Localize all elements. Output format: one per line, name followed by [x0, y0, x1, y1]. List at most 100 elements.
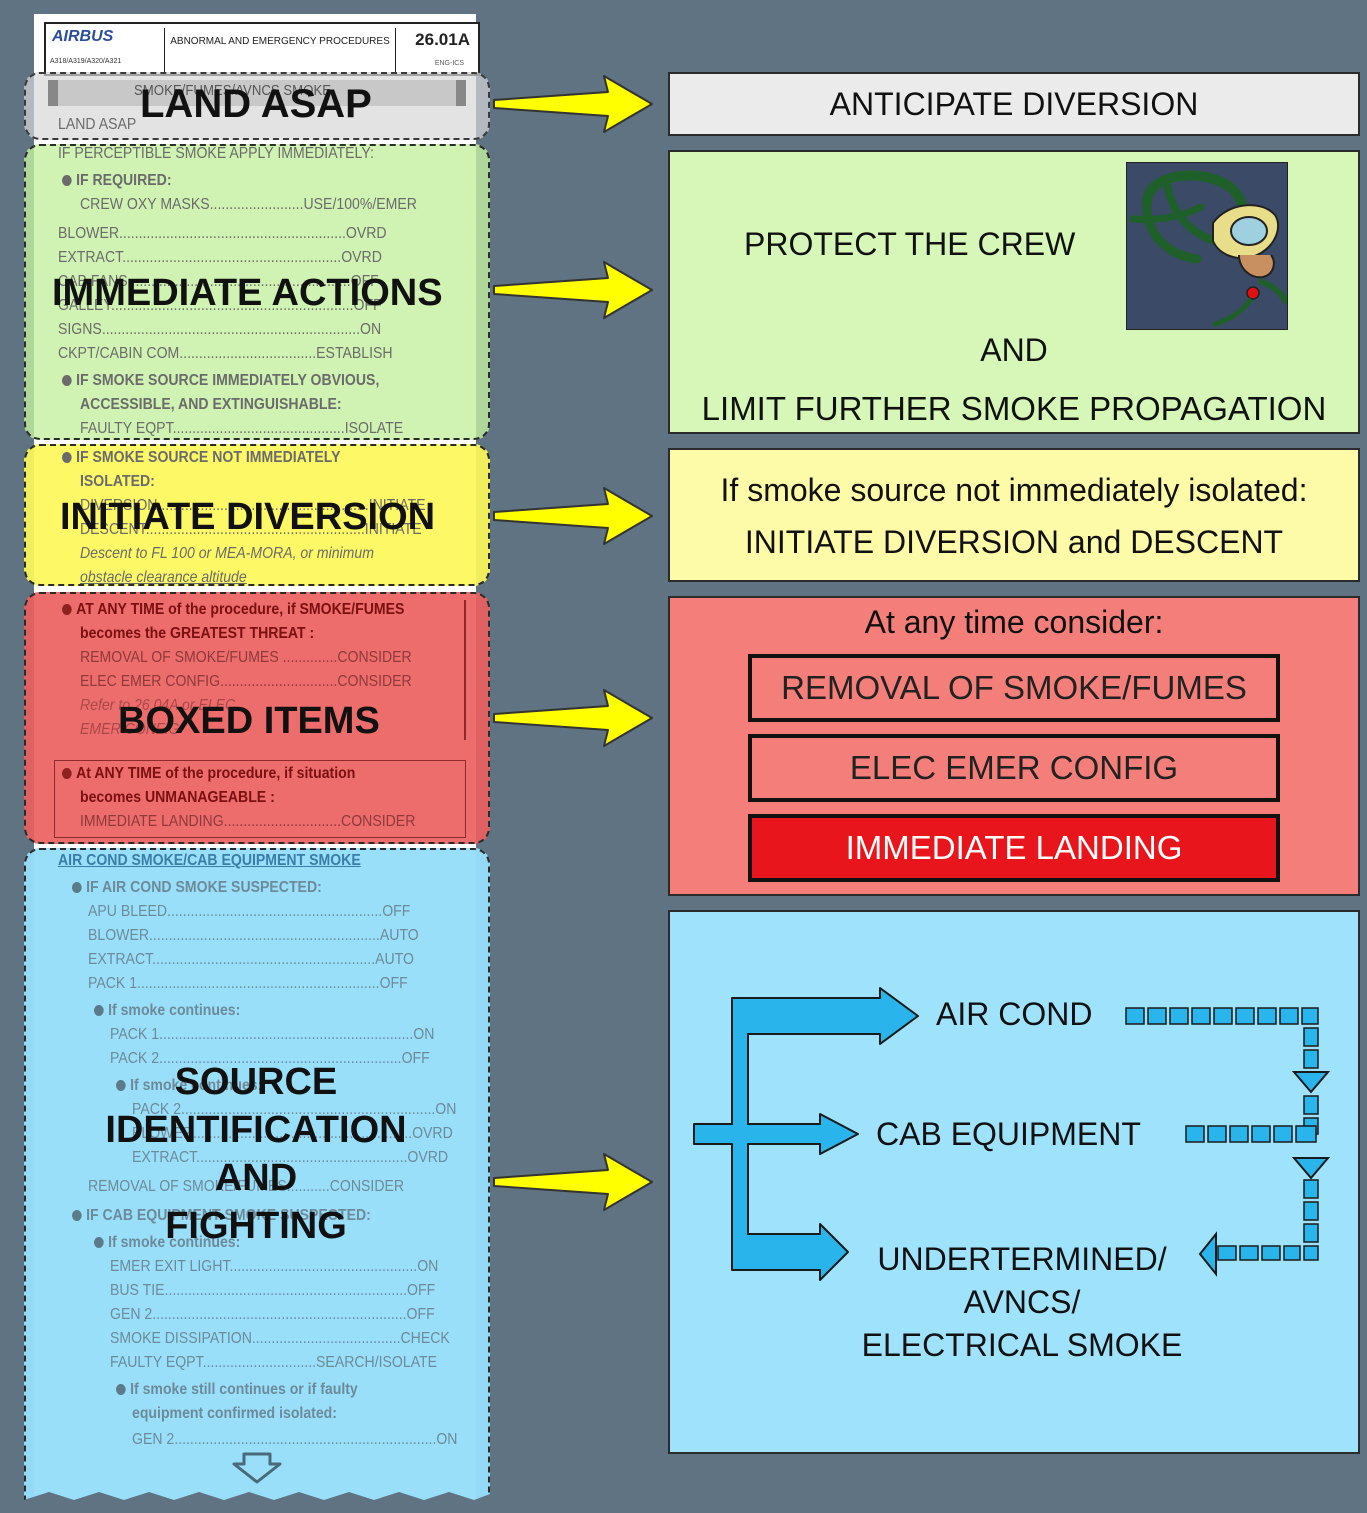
arrow-boxed-icon — [493, 689, 653, 747]
checklist-line: FAULTY EQPT.............................… — [80, 420, 404, 437]
boxed-items-band — [24, 592, 490, 844]
checklist-line: BLOWER..................................… — [132, 1125, 453, 1142]
checklist-line: PACK 1..................................… — [88, 975, 408, 992]
checklist-line-text: IF REQUIRED: — [76, 172, 172, 189]
dashed-flow-air-cond — [1125, 1007, 1319, 1261]
checklist-line-text: If smoke continues: — [130, 1077, 263, 1094]
checklist-line: PACK 2..................................… — [110, 1050, 430, 1067]
arrow-anticipate-icon — [493, 75, 653, 133]
checklist-line: If smoke still continues or if faulty — [116, 1381, 358, 1399]
checklist-line: EXTRACT.................................… — [58, 249, 382, 266]
undetermined-line: UNDERTERMINED/ — [877, 1241, 1167, 1277]
checklist-line-text: IF AIR COND SMOKE SUSPECTED: — [86, 879, 322, 896]
checklist-line: IMMEDIATE LANDING.......................… — [80, 813, 416, 830]
bullet-icon — [116, 1080, 126, 1091]
consider-text: At any time consider: — [864, 604, 1164, 640]
torn-edge — [24, 1492, 490, 1513]
source-identification-label: SOURCE IDENTIFICATION AND FIGHTING — [100, 1058, 412, 1250]
bullet-icon — [62, 375, 72, 386]
down-arrowhead-icon — [1291, 1071, 1331, 1094]
checklist-line-text: IF SMOKE SOURCE IMMEDIATELY OBVIOUS, — [76, 372, 380, 389]
bullet-icon — [62, 768, 72, 779]
checklist-line: IF CAB EQUIPMENT SMOKE SUSPECTED: — [72, 1207, 371, 1225]
undetermined-line: ELECTRICAL SMOKE — [861, 1327, 1183, 1363]
initiate-diversion-band — [24, 444, 490, 586]
checklist-line: becomes UNMANAGEABLE : — [80, 789, 275, 806]
protect-crew-panel: PROTECT THE CREW AND LIMIT FURTHER SMOKE… — [668, 150, 1360, 434]
checklist-line: IF PERCEPTIBLE SMOKE APPLY IMMEDIATELY: — [58, 145, 374, 162]
checklist-line: If smoke continues: — [94, 1234, 240, 1252]
checklist-line: GEN 2...................................… — [132, 1431, 458, 1448]
checklist-line-text: IF CAB EQUIPMENT SMOKE SUSPECTED: — [86, 1207, 371, 1224]
bullet-icon — [72, 882, 82, 893]
checklist-line: AIR COND SMOKE/CAB EQUIPMENT SMOKE — [58, 852, 361, 869]
elec-emer-config-box: ELEC EMER CONFIG — [748, 734, 1280, 802]
bullet-icon — [116, 1384, 126, 1395]
left-arrowhead-icon — [1198, 1231, 1217, 1277]
procedure-title-bar — [48, 80, 466, 106]
checklist-line: IF SMOKE SOURCE NOT IMMEDIATELY — [62, 449, 340, 467]
airbus-logo: AIRBUS — [52, 28, 114, 45]
header-sub: ENG-ICS — [434, 60, 464, 67]
checklist-line: At ANY TIME of the procedure, if situati… — [62, 765, 355, 783]
checklist-line: EMER EXIT LIGHT.........................… — [110, 1258, 439, 1275]
checklist-line: GALLEY..................................… — [58, 297, 382, 314]
checklist-line: ELEC EMER CONFIG........................… — [80, 673, 412, 690]
undetermined-line: AVNCS/ — [963, 1284, 1081, 1320]
checklist-line: EMER CONFIG — [80, 721, 180, 738]
source-label-line: SOURCE — [174, 1061, 338, 1103]
checklist-line: FAULTY EQPT.............................… — [110, 1354, 438, 1371]
source-label-line: IDENTIFICATION — [105, 1109, 407, 1151]
checklist-line: IF REQUIRED: — [62, 172, 172, 190]
unmanageable-box — [54, 760, 466, 838]
checklist-line: EXTRACT.................................… — [132, 1149, 449, 1166]
checklist-line: If smoke continues: — [94, 1002, 240, 1020]
checklist-line: CAB FANS................................… — [58, 273, 379, 290]
source-label-line: FIGHTING — [165, 1205, 347, 1247]
cab-equipment-text: CAB EQUIPMENT — [876, 1116, 1141, 1152]
bullet-icon — [62, 452, 72, 463]
initiate-diversion-descent-text: INITIATE DIVERSION and DESCENT — [744, 524, 1284, 560]
down-arrowhead-icon — [1291, 1157, 1331, 1180]
and-text: AND — [980, 332, 1048, 368]
checklist-line: CKPT/CABIN COM..........................… — [58, 345, 393, 362]
checklist-line: EXTRACT.................................… — [88, 951, 414, 968]
checklist-line: Refer to 26.04A or ELEC — [80, 697, 236, 714]
checklist-line: APU BLEED...............................… — [88, 903, 411, 920]
continue-down-arrow-icon — [232, 1452, 282, 1484]
checklist-line: becomes the GREATEST THREAT : — [80, 625, 315, 642]
checklist-line: IF SMOKE SOURCE IMMEDIATELY OBVIOUS, — [62, 372, 379, 390]
checklist-line: PACK 2..................................… — [132, 1101, 457, 1118]
bullet-icon — [94, 1005, 104, 1016]
box-rule — [464, 600, 466, 740]
immediate-actions-band — [24, 144, 490, 440]
initiate-diversion-panel: If smoke source not immediately isolated… — [668, 448, 1360, 582]
immediate-actions-label: IMMEDIATE ACTIONS — [52, 272, 443, 314]
bullet-icon — [72, 1210, 82, 1221]
checklist-line-text: If smoke continues: — [108, 1234, 241, 1251]
undetermined-text: UNDERTERMINED/ AVNCS/ ELECTRICAL SMOKE — [846, 1238, 1198, 1367]
checklist-line: AT ANY TIME of the procedure, if SMOKE/F… — [62, 601, 404, 619]
checklist-line: PACK 1..................................… — [110, 1026, 435, 1043]
checklist-line: SMOKE DISSIPATION.......................… — [110, 1330, 450, 1347]
air-cond-text: AIR COND — [936, 996, 1093, 1032]
checklist-header: AIRBUS A318/A319/A320/A321 ABNORMAL AND … — [44, 22, 480, 76]
bullet-icon — [62, 175, 72, 186]
bullet-icon — [62, 604, 72, 615]
boxed-items-panel: At any time consider: REMOVAL OF SMOKE/F… — [668, 596, 1360, 896]
checklist-line: DIVERSION...............................… — [80, 497, 426, 514]
not-isolated-text: If smoke source not immediately isolated… — [720, 472, 1308, 508]
checklist-line-text: If smoke still continues or if faulty — [130, 1381, 358, 1398]
checklist-line: If smoke continues: — [116, 1077, 262, 1095]
checklist-line: REMOVAL OF SMOKE/FUMES...........CONSIDE… — [88, 1178, 405, 1195]
checklist-line: DESCENT.................................… — [80, 521, 422, 538]
immediate-landing-box: IMMEDIATE LANDING — [748, 814, 1280, 882]
checklist-line: BLOWER..................................… — [58, 225, 387, 242]
checklist-line: equipment confirmed isolated: — [132, 1405, 337, 1422]
checklist-line-text: IF SMOKE SOURCE NOT IMMEDIATELY — [76, 449, 341, 466]
checklist-line: SIGNS...................................… — [58, 321, 382, 338]
checklist-line: obstacle clearance altitude — [80, 569, 247, 586]
arrow-source-icon — [493, 1153, 653, 1211]
protect-crew-text: PROTECT THE CREW — [744, 226, 1076, 262]
checklist-line: ISOLATED: — [80, 473, 155, 490]
